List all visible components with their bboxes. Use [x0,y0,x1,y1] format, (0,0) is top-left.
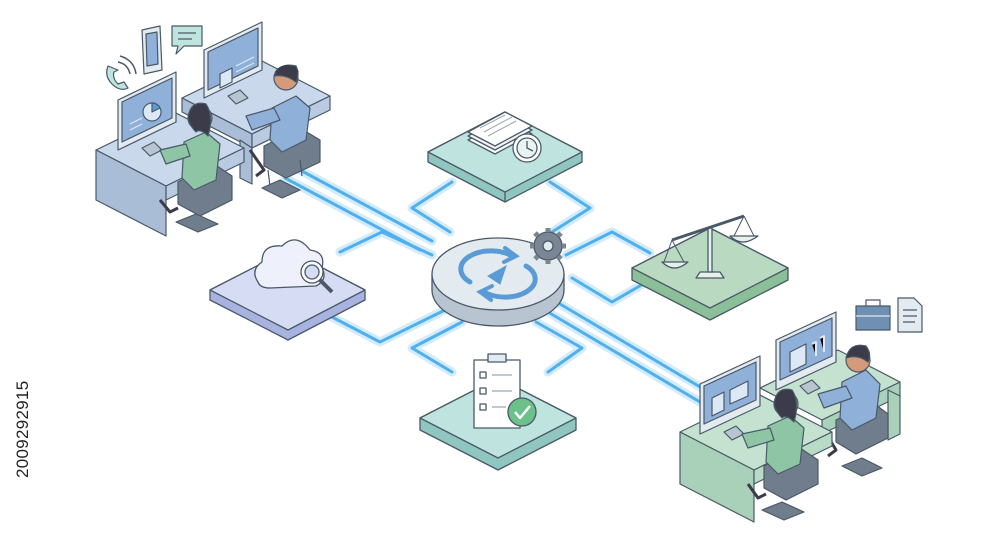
cloud-search-platform [209,239,366,341]
top-left-office [95,21,331,237]
stock-id-label: 2009292915 [13,380,32,478]
monitor-back [203,21,263,105]
bottom-right-office [679,297,923,523]
refresh-arrows-icon [458,246,538,302]
scales-platform [631,214,789,321]
briefcase-icon [855,299,891,331]
connector-documents-right [545,177,595,237]
phone-ringing-icon [106,55,137,90]
person-front-right [741,388,819,521]
monitor-front-right [699,355,761,441]
scales-icon [661,214,759,279]
person-back-right [817,344,889,477]
smartphone-icon [141,25,163,75]
connector-lines [280,165,717,407]
document-icon [897,297,923,333]
documents-clock-icon [467,111,542,163]
stock-id-text: 2009292915 [13,380,32,478]
checklist-platform [419,353,577,471]
gear-icon [530,228,566,264]
monitor-front [117,71,177,157]
person-back [245,64,321,199]
chat-bubble-icon [171,25,203,55]
checklist-clipboard-icon [473,353,537,429]
connector-documents-left [407,177,457,237]
central-hub [431,228,566,327]
cloud-search-icon [254,239,334,294]
person-front [158,102,233,233]
documents-platform [427,111,583,203]
monitor-back-right [775,311,837,395]
